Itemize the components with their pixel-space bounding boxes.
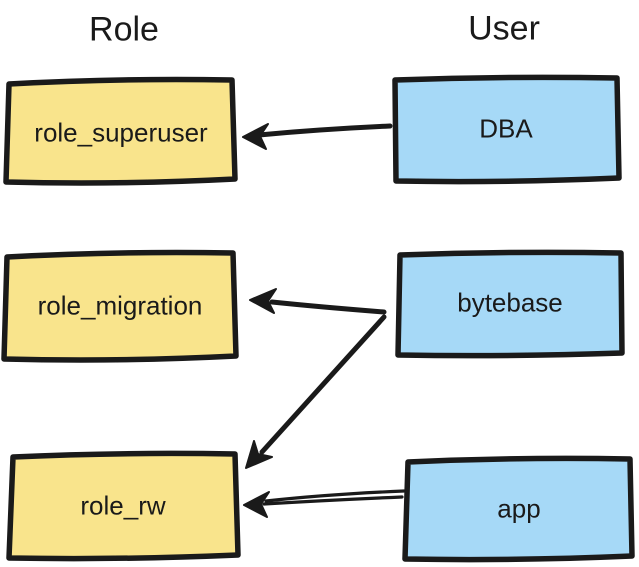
arrow-app-to-role-rw [243, 489, 406, 518]
role-migration-box [1, 249, 239, 363]
role-rw-box [6, 450, 241, 562]
user-app-label: app [497, 493, 541, 524]
role-superuser-label: role_superuser [34, 117, 208, 148]
role-migration-label: role_migration [37, 290, 203, 321]
user-dba-box [392, 74, 622, 185]
arrow-bytebase-to-role-rw [245, 314, 387, 469]
role-superuser-box [3, 76, 238, 186]
user-app-box [402, 455, 635, 563]
arrow-dba-to-role-superuser [242, 123, 393, 150]
user-column-header: User [468, 9, 540, 48]
user-dba-label: DBA [479, 113, 533, 144]
role-rw-label: role_rw [80, 490, 166, 521]
user-bytebase-box [395, 249, 625, 359]
role-column-header: Role [89, 10, 159, 49]
arrow-bytebase-to-role-migration [249, 288, 387, 315]
user-bytebase-label: bytebase [457, 287, 563, 318]
